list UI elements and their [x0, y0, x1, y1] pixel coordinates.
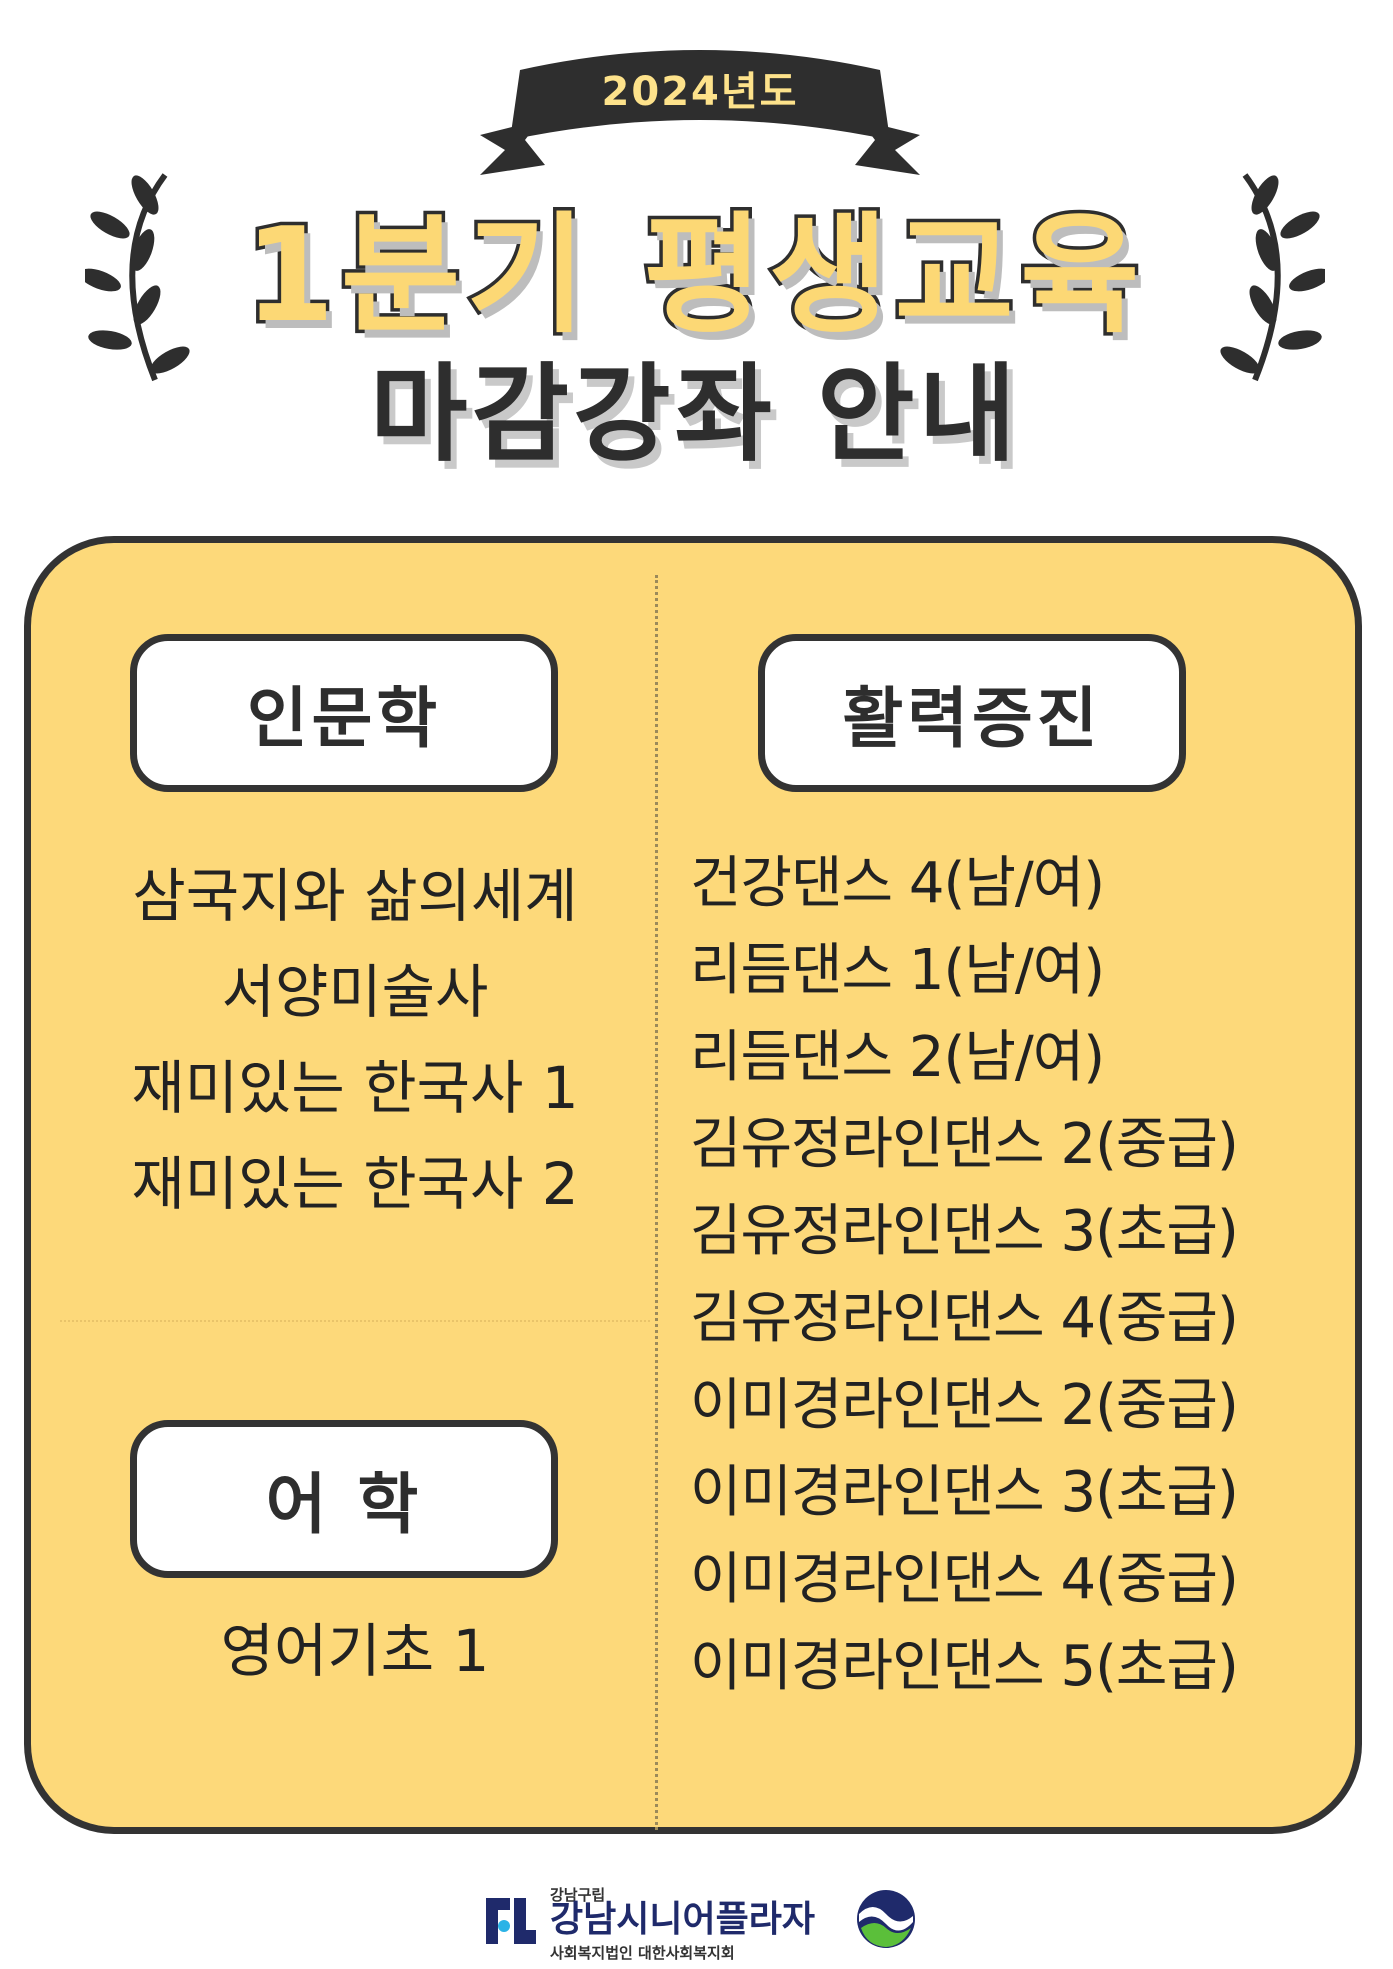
- footer-district: 강남구립: [550, 1886, 606, 1904]
- list-item: 이미경라인댄스 2(중급): [690, 1373, 1239, 1438]
- vitality-section-label: 활력증진: [758, 634, 1186, 792]
- list-item: 김유정라인댄스 2(중급): [690, 1112, 1239, 1177]
- list-item: 이미경라인댄스 5(초급): [690, 1634, 1239, 1699]
- column-divider: [655, 575, 658, 1830]
- humanities-section-label: 인문학: [130, 634, 558, 792]
- laurel-branch-icon: [1220, 173, 1325, 382]
- list-item: 리듬댄스 1(남/여): [690, 938, 1105, 1003]
- list-item: 이미경라인댄스 3(초급): [690, 1460, 1239, 1525]
- list-item: 재미있는 한국사 1: [131, 1054, 579, 1122]
- list-item: 건강댄스 4(남/여): [690, 851, 1105, 916]
- laurel-branch-icon: [85, 173, 190, 382]
- list-item: 재미있는 한국사 2: [131, 1150, 579, 1218]
- footer-organization-name: 강남시니어플라자: [550, 1899, 815, 1940]
- list-item: 김유정라인댄스 4(중급): [690, 1286, 1239, 1351]
- list-item: 김유정라인댄스 3(초급): [690, 1199, 1239, 1264]
- section-divider: [60, 1320, 650, 1322]
- ribbon-year-label: 2024년도: [601, 69, 799, 115]
- humanities-course-list: 삼국지와 삶의세계 서양미술사 재미있는 한국사 1 재미있는 한국사 2: [60, 848, 650, 1232]
- page-subtitle: 마감강좌 안내: [369, 353, 1021, 476]
- list-item: 영어기초 1: [220, 1617, 490, 1685]
- footer-operator: 사회복지법인 대한사회복지회: [550, 1944, 735, 1962]
- list-item: 삼국지와 삶의세계: [132, 862, 578, 930]
- list-item: 이미경라인댄스 4(중급): [690, 1547, 1239, 1612]
- list-item: 서양미술사: [221, 958, 489, 1026]
- list-item: 리듬댄스 2(남/여): [690, 1025, 1105, 1090]
- language-course-list: 영어기초 1: [60, 1603, 650, 1699]
- welfare-logo-icon: [857, 1890, 915, 1948]
- plaza-mark-icon: [486, 1898, 536, 1944]
- vitality-course-list: 건강댄스 4(남/여) 리듬댄스 1(남/여) 리듬댄스 2(남/여) 김유정라…: [690, 840, 1350, 1710]
- page-title: 1분기 평생교육: [241, 196, 1146, 355]
- ribbon-icon: [480, 50, 920, 175]
- language-section-label: 어 학: [130, 1420, 558, 1578]
